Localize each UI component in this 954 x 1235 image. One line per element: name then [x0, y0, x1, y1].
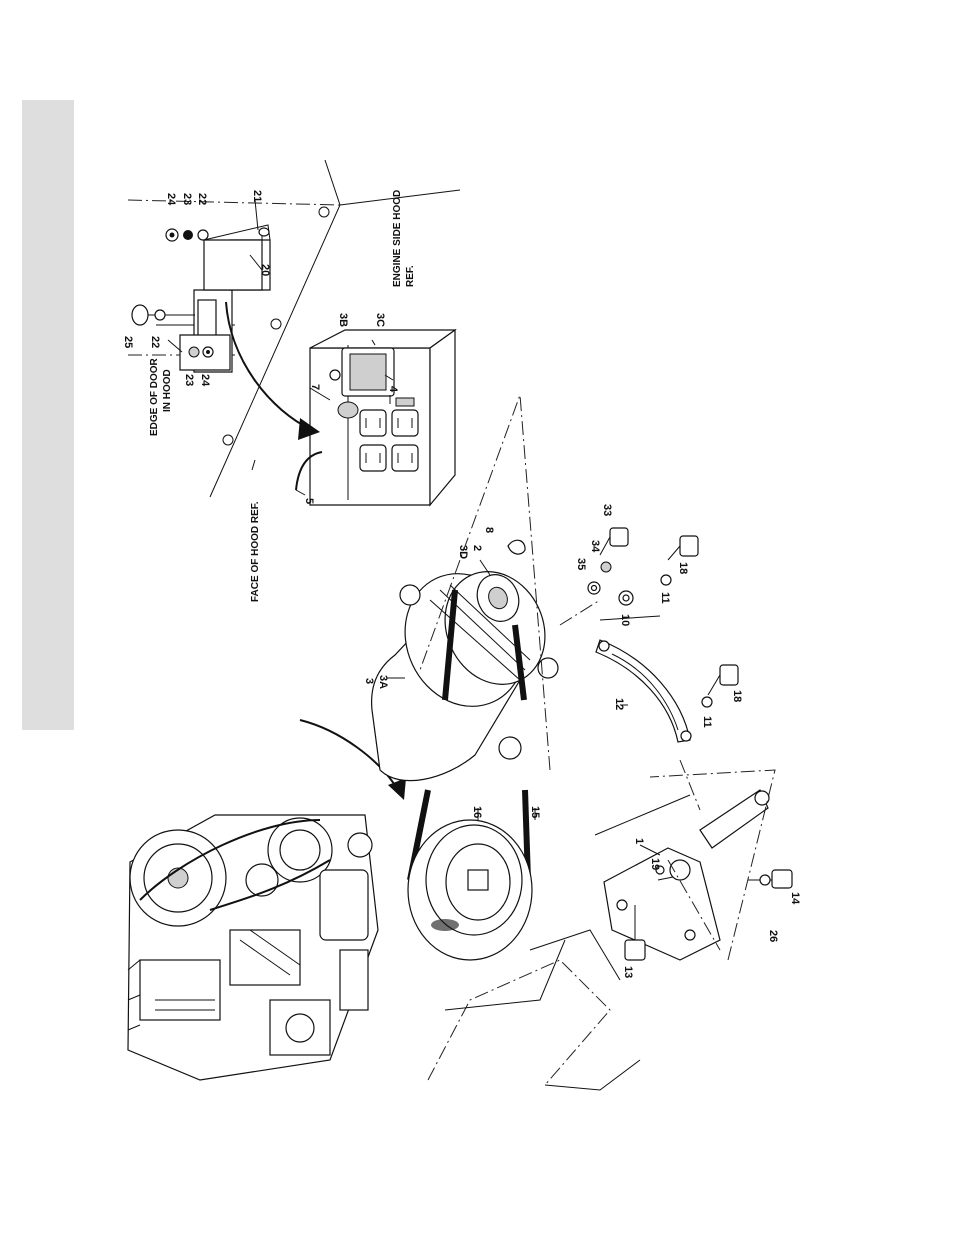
callout-8: 8	[483, 527, 495, 533]
callout-26: 26	[767, 930, 779, 942]
callout-35: 35	[575, 558, 587, 570]
callout-22-top: 22	[196, 193, 208, 205]
engine-pulley	[408, 820, 532, 960]
outlet-box	[296, 330, 455, 505]
callout-19: 19	[649, 858, 661, 870]
callout-4: 4	[387, 386, 399, 393]
mounting-bracket	[595, 790, 792, 960]
callout-25: 25	[122, 336, 134, 348]
callout-21: 21	[251, 190, 263, 202]
callout-7: 7	[309, 384, 321, 390]
callout-20: 20	[259, 264, 271, 276]
callout-3B: 3B	[337, 313, 349, 327]
callout-24-top: 24	[165, 193, 177, 206]
callout-18-left: 18	[731, 690, 743, 702]
callout-14: 14	[789, 892, 801, 905]
callout-24-bottom: 24	[199, 374, 211, 387]
note-face-of-hood: FACE OF HOOD REF.	[250, 501, 261, 602]
callout-3D: 3D	[457, 545, 469, 559]
callout-2: 2	[471, 545, 483, 551]
callout-10: 10	[619, 614, 631, 626]
callout-15: 15	[529, 806, 541, 818]
callout-23-top: 23	[181, 193, 193, 205]
callout-16: 16	[471, 806, 483, 818]
callout-3: 3	[363, 678, 375, 684]
callout-12: 12	[613, 698, 625, 710]
callout-23-bottom: 23	[183, 374, 195, 386]
note-edge-of-door-line2: IN HOOD	[162, 369, 173, 412]
callout-33: 33	[601, 504, 613, 516]
note-engine-side-hood-line2: REF.	[405, 265, 416, 287]
engine-inset	[128, 815, 378, 1080]
callout-22-bottom: 22	[149, 336, 161, 348]
callout-34: 34	[589, 540, 601, 553]
callout-1: 1	[633, 838, 645, 844]
note-engine-side-hood-line1: ENGINE SIDE HOOD	[392, 190, 403, 287]
latch-bracket-assembly	[132, 225, 270, 372]
callout-13: 13	[622, 966, 634, 978]
callout-3C: 3C	[374, 313, 386, 327]
callout-3A: 3A	[377, 675, 389, 689]
callout-11-right: 11	[659, 592, 671, 604]
callout-5: 5	[303, 498, 315, 504]
note-edge-of-door-line1: EDGE OF DOOR	[149, 357, 160, 436]
callout-18-right: 18	[677, 562, 689, 574]
callout-11-left: 11	[701, 716, 713, 728]
adjusting-arm	[588, 528, 738, 742]
